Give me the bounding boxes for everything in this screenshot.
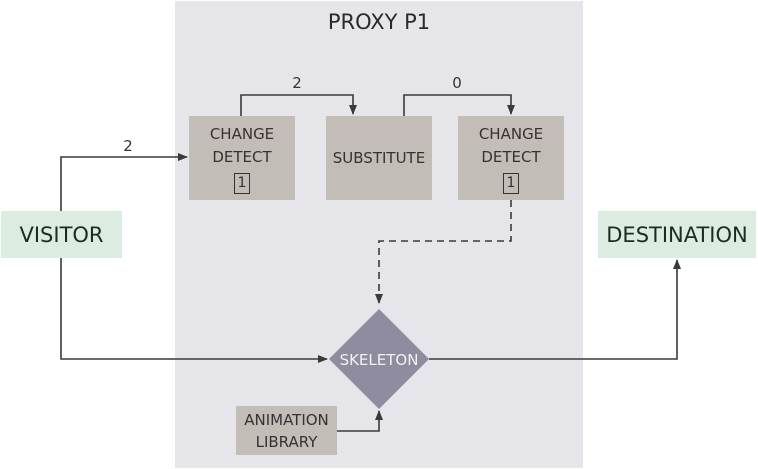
skeleton-diamond <box>329 309 429 409</box>
change-detect-1-label: CHANGE DETECT 1 <box>189 116 295 200</box>
skeleton-label: SKELETON <box>339 350 419 369</box>
substitute-box <box>326 116 432 200</box>
edge-change-detect-to-substitute <box>240 94 357 116</box>
edge-label-visitor-change-detect: 2 <box>123 137 133 155</box>
change-detect-1-badge: 1 <box>234 172 250 194</box>
edge-label-change-detect-substitute: 2 <box>292 74 302 92</box>
change-detect-2-line1: CHANGE <box>478 124 544 143</box>
animation-library-line2: LIBRARY <box>255 432 318 451</box>
visitor-label: VISITOR <box>19 222 104 247</box>
animation-library-box <box>236 406 337 455</box>
change-detect-2-badge: 1 <box>503 172 519 194</box>
substitute-label: SUBSTITUTE <box>332 148 426 167</box>
edge-visitor-to-change-detect <box>60 153 188 211</box>
proxy-title: PROXY P1 <box>327 10 431 34</box>
change-detect-2-line2: DETECT <box>481 147 541 166</box>
destination-box <box>598 211 756 258</box>
change-detect-2-label: CHANGE DETECT 1 <box>458 116 564 200</box>
edge-animation-library-to-skeleton <box>337 410 383 432</box>
edge-visitor-to-skeleton <box>60 258 328 363</box>
edge-substitute-to-change-detect <box>403 94 515 116</box>
animation-library-line1: ANIMATION <box>244 410 329 429</box>
edge-label-substitute-change-detect: 0 <box>452 74 462 92</box>
destination-label: DESTINATION <box>606 222 748 247</box>
change-detect-box-2 <box>458 116 564 200</box>
visitor-box <box>1 211 122 258</box>
edge-skeleton-to-destination <box>429 259 681 360</box>
edge-change-detect-to-skeleton-dashed <box>375 200 512 304</box>
change-detect-box-1 <box>189 116 295 200</box>
change-detect-1-line1: CHANGE <box>209 124 275 143</box>
change-detect-1-line2: DETECT <box>212 147 272 166</box>
animation-library-label: ANIMATION LIBRARY <box>236 406 337 455</box>
